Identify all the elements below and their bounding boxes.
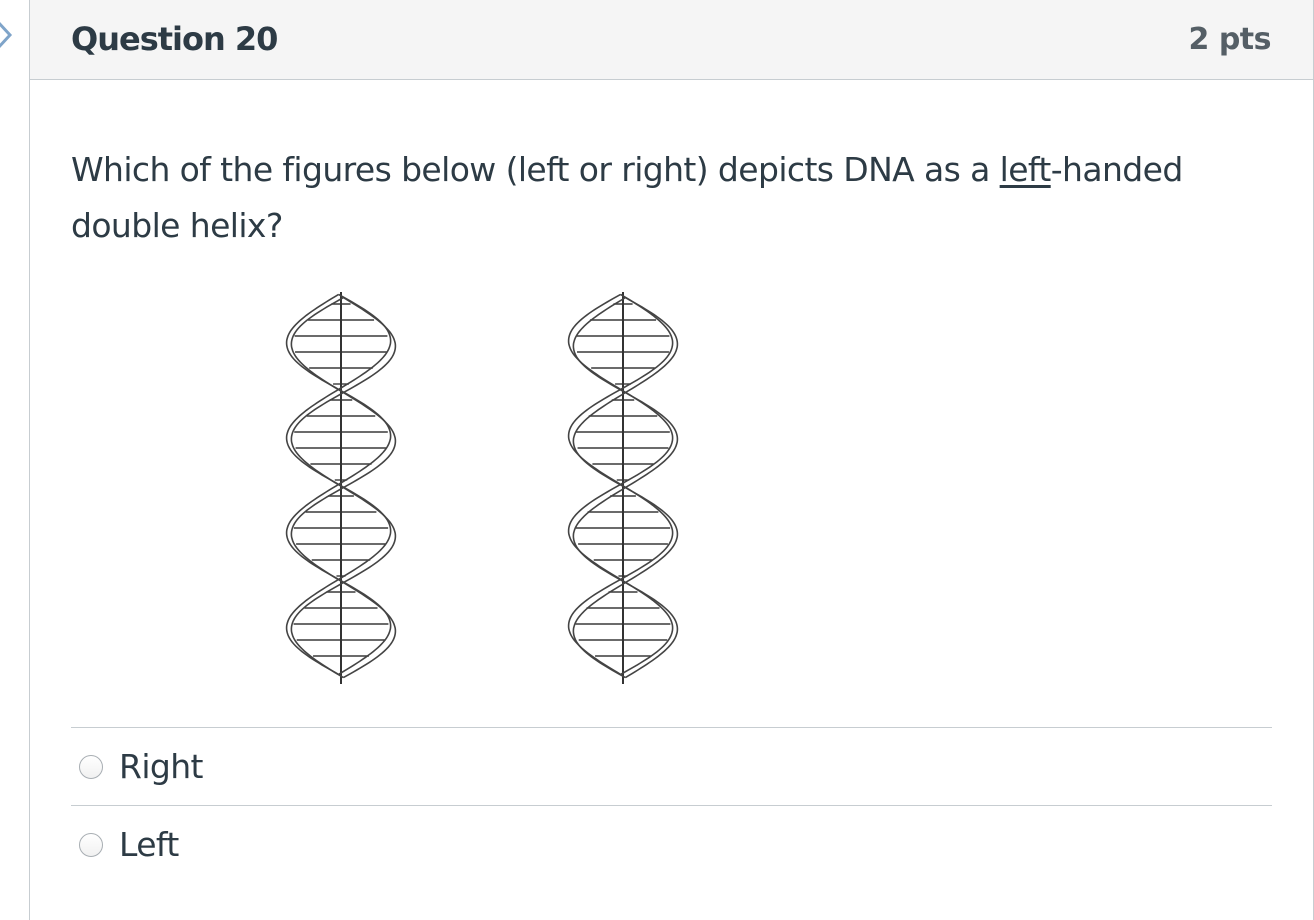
helix-figures: [71, 272, 1272, 727]
question-text-underlined: left: [999, 150, 1052, 189]
answer-list: Right Left: [71, 727, 1272, 883]
radio-button[interactable]: [79, 754, 103, 779]
answer-option-left[interactable]: Left: [71, 805, 1272, 883]
question-header: Question 20 2 pts: [30, 0, 1313, 80]
answer-label: Right: [119, 747, 204, 786]
question-text: Which of the figures below (left or righ…: [71, 142, 1271, 254]
question-body: Which of the figures below (left or righ…: [30, 80, 1313, 883]
radio-button[interactable]: [79, 832, 103, 857]
left-helix-image: [285, 292, 397, 684]
question-card: Question 20 2 pts Which of the figures b…: [29, 0, 1314, 920]
answer-option-right[interactable]: Right: [71, 727, 1272, 805]
question-points: 2 pts: [1188, 21, 1272, 57]
question-text-part: -handed double helix?: [71, 150, 1183, 245]
question-text-part: Which of the figures below (left or righ…: [71, 150, 1000, 189]
question-title: Question 20: [71, 20, 278, 58]
right-helix-image: [567, 292, 679, 684]
answer-label: Left: [119, 825, 179, 864]
chevron-right-icon[interactable]: [0, 18, 16, 52]
